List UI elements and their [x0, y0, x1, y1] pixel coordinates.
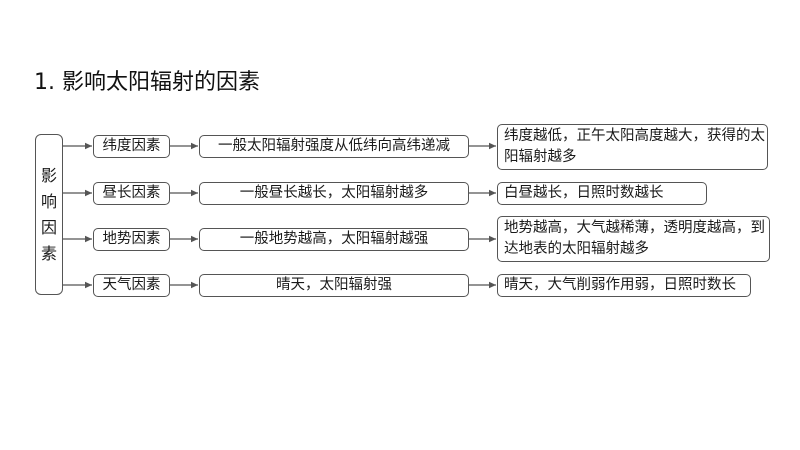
- factor-box-altitude: 地势因素: [93, 228, 170, 251]
- root-char: 因: [40, 217, 57, 237]
- rule-box-daylength: 一般昼长越长，太阳辐射越多: [199, 182, 469, 205]
- page-title: 1. 影响太阳辐射的因素: [34, 70, 260, 95]
- rule-box-latitude: 一般太阳辐射强度从低纬向高纬递减: [199, 135, 469, 158]
- rule-box-altitude: 一般地势越高，太阳辐射越强: [199, 228, 469, 251]
- root-char: 影: [40, 165, 57, 185]
- factor-box-weather: 天气因素: [93, 274, 170, 297]
- rule-box-weather: 晴天，太阳辐射强: [199, 274, 469, 297]
- root-node-influencing-factors: 影 响 因 素: [35, 134, 63, 295]
- factor-box-daylength: 昼长因素: [93, 182, 170, 205]
- result-box-weather: 晴天，大气削弱作用弱，日照时数长: [497, 274, 751, 297]
- root-char: 响: [40, 191, 57, 211]
- root-char: 素: [40, 243, 57, 263]
- result-box-daylength: 白昼越长，日照时数越长: [497, 182, 707, 205]
- factor-box-latitude: 纬度因素: [93, 135, 170, 158]
- result-box-latitude: 纬度越低，正午太阳高度越大，获得的太阳辐射越多: [497, 124, 768, 170]
- result-box-altitude: 地势越高，大气越稀薄，透明度越高，到达地表的太阳辐射越多: [497, 216, 770, 262]
